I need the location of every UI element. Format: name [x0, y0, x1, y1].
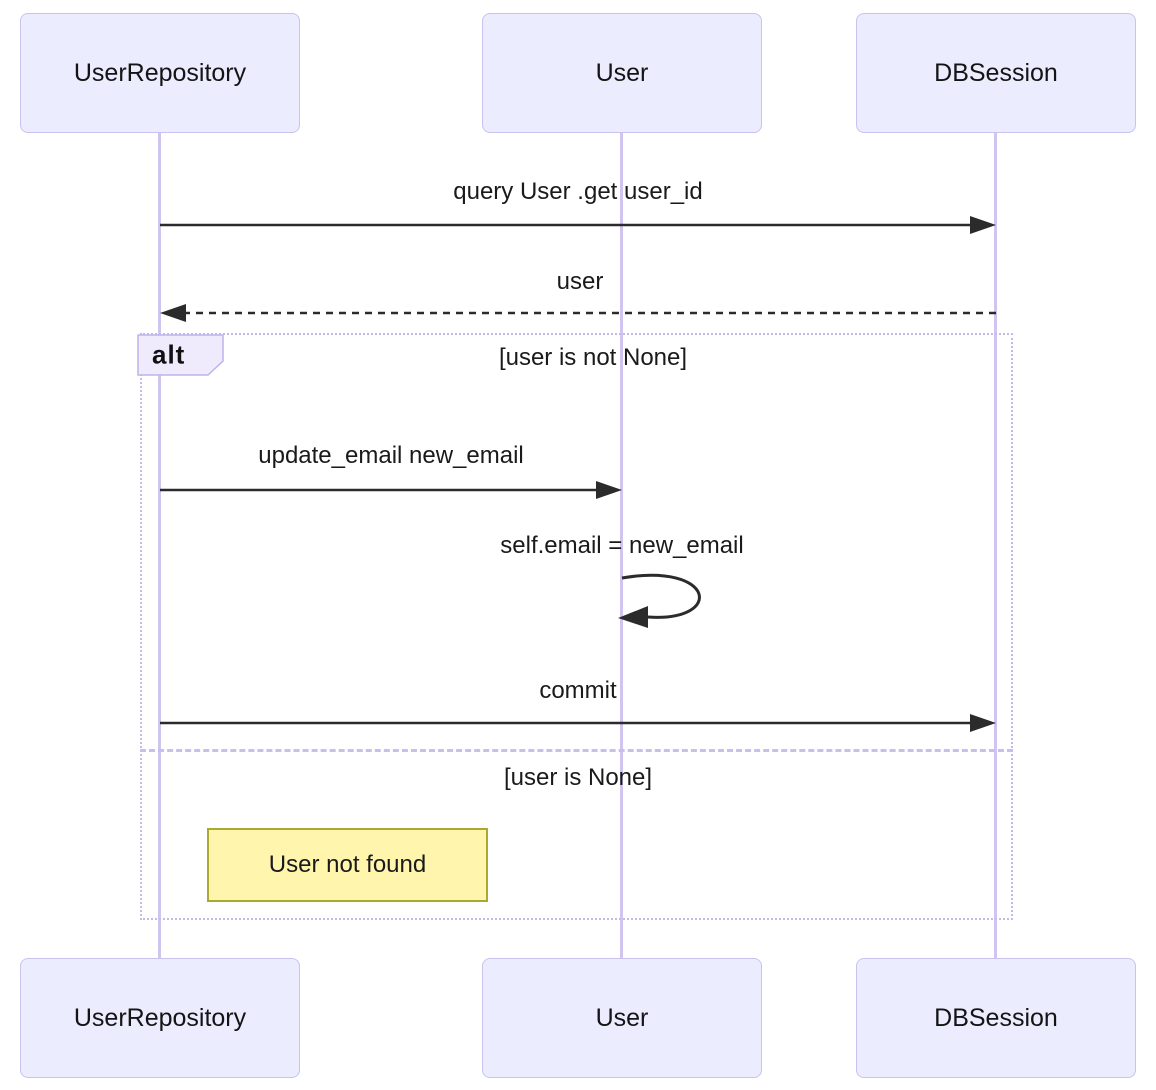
arrowhead-query-user-get: [970, 216, 996, 234]
lifeline-dbsession: [994, 133, 997, 958]
lifeline-user: [620, 133, 623, 958]
actor-label: UserRepository: [73, 58, 247, 87]
note-text: User not found: [268, 851, 427, 878]
arrowhead-user-return: [160, 304, 186, 322]
actor-label: DBSession: [934, 1003, 1058, 1032]
actor-bottom-user: User: [482, 958, 762, 1078]
alt-frame: [140, 333, 1013, 920]
note-user-not-found: User not found: [207, 828, 488, 902]
actor-bottom-dbsession: DBSession: [856, 958, 1136, 1078]
message-label-update-email: update_email new_email: [258, 442, 524, 469]
arrow-self-loop: [621, 573, 701, 619]
actor-label: UserRepository: [73, 1003, 247, 1032]
arrowhead-update-email: [596, 481, 622, 499]
actor-label: DBSession: [934, 58, 1058, 87]
actor-top-userrepository: UserRepository: [20, 13, 300, 133]
message-label-user-return: user: [556, 268, 604, 295]
actor-top-user: User: [482, 13, 762, 133]
alt-label: alt: [152, 339, 186, 370]
lifeline-userrepository: [158, 133, 161, 958]
alt-condition-1: [user is not None]: [498, 344, 688, 371]
arrowhead-commit: [970, 714, 996, 732]
actor-top-dbsession: DBSession: [856, 13, 1136, 133]
arrowhead-self-loop: [618, 606, 648, 628]
message-label-commit: commit: [539, 677, 617, 704]
message-label-self-email: self.email = new_email: [500, 532, 744, 559]
alt-label-shape: [137, 334, 224, 376]
actor-label: User: [595, 1003, 649, 1032]
message-label-query: query User .get user_id: [453, 178, 703, 205]
alt-frame-divider: [140, 749, 1013, 752]
actor-label: User: [595, 58, 649, 87]
actor-bottom-userrepository: UserRepository: [20, 958, 300, 1078]
alt-condition-2: [user is None]: [503, 764, 653, 791]
